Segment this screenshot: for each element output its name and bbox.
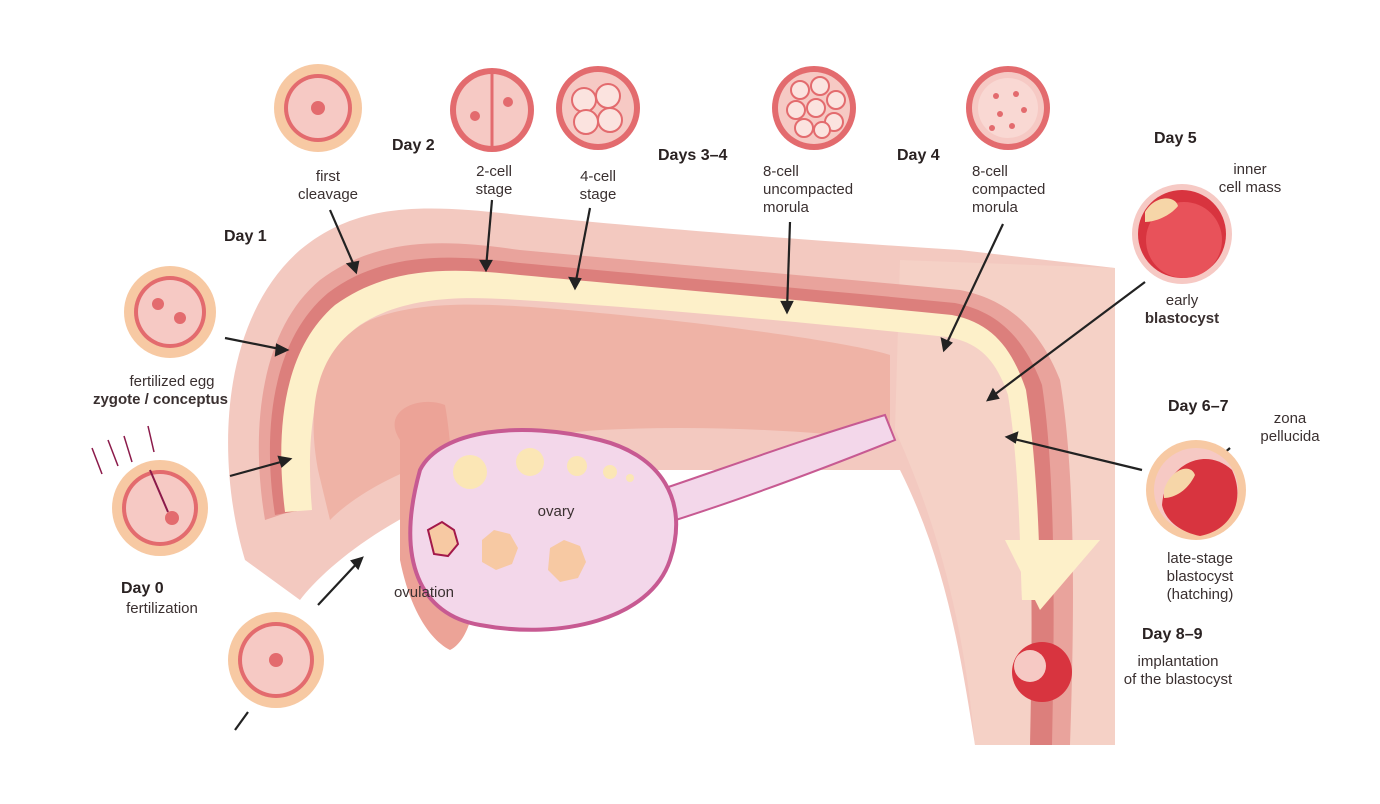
stage-fertilization [91, 425, 208, 556]
ovary-label: ovary [537, 503, 575, 520]
follicle [603, 465, 617, 479]
day-3-4-label: Days 3–4 [658, 147, 728, 164]
stage-compacted-morula [966, 66, 1050, 150]
day-2-label: Day 2 [392, 137, 435, 154]
corpus-luteum [548, 540, 586, 582]
day-0-label: Day 0 [121, 580, 164, 597]
day-6-7-label: Day 6–7 [1168, 398, 1229, 415]
follicle [516, 448, 544, 476]
stage-first-cleavage [274, 64, 362, 152]
stage-zygote [124, 266, 216, 358]
follicle [626, 474, 634, 482]
fertilization-label: fertilization [126, 600, 198, 617]
stage-arrows [224, 198, 1231, 731]
stage-ovulated-egg [228, 612, 324, 708]
corpus-luteum [482, 530, 518, 570]
follicle [567, 456, 587, 476]
ruptured-follicle [426, 520, 460, 558]
day-5-label: Day 5 [1154, 130, 1197, 147]
ovulation-label: ovulation [393, 584, 455, 601]
zygote-label: zygote / conceptus [92, 391, 228, 408]
day-4-label: Day 4 [897, 147, 940, 164]
follicle [453, 455, 487, 489]
day-8-9-label: Day 8–9 [1142, 626, 1203, 643]
stage-early-blastocyst [1132, 184, 1232, 284]
fallopian-tube [228, 208, 1115, 746]
ovary [408, 413, 897, 632]
stage-4-cell [556, 66, 640, 150]
fertilized-egg-label: fertilized egg [129, 373, 215, 390]
stage-uncompacted-morula [772, 66, 856, 150]
early-blastocyst-label: early blastocyst [1144, 292, 1220, 327]
day-1-label: Day 1 [224, 228, 267, 245]
stage-late-blastocyst [1146, 440, 1246, 540]
stage-implantation [1012, 642, 1072, 702]
stage-2-cell [450, 68, 534, 152]
